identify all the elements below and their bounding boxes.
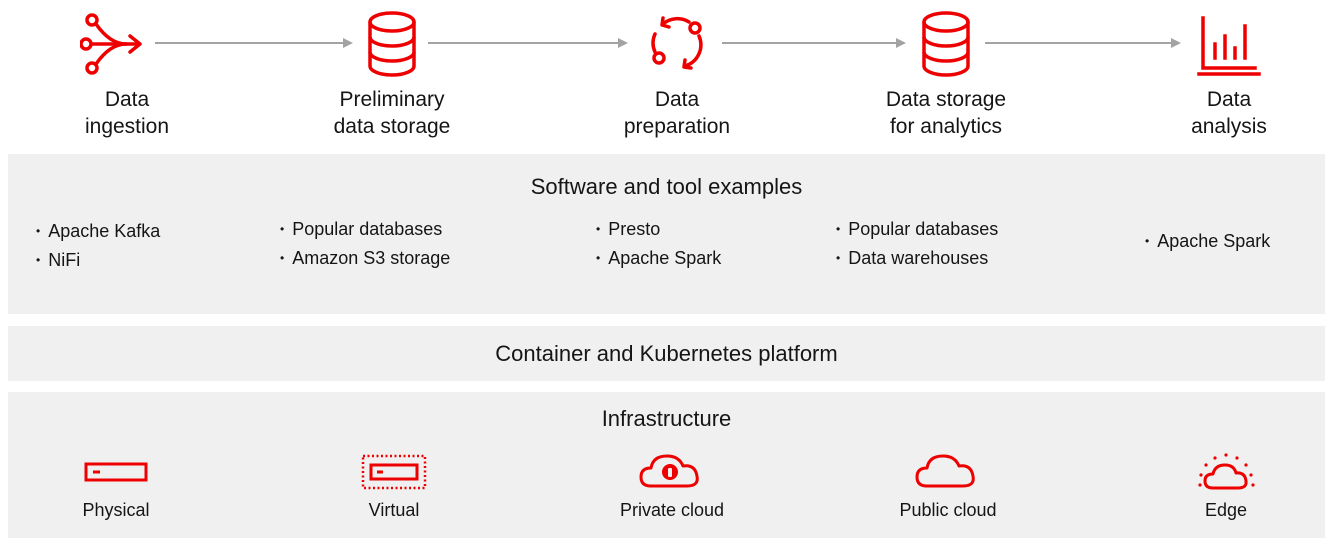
tool-item: Apache Spark — [1145, 228, 1270, 257]
tool-item: Amazon S3 storage — [280, 245, 450, 274]
arrow-connector — [985, 38, 1181, 48]
tools-panel-title: Software and tool examples — [530, 174, 803, 199]
infra-item-virtual: Virtual — [294, 452, 494, 521]
private-cloud-icon — [639, 454, 699, 488]
infra-item-private-cloud: Private cloud — [572, 452, 772, 521]
tools-column-preparation: Presto Apache Spark — [596, 216, 721, 274]
bar-chart-icon — [1197, 16, 1261, 76]
infrastructure-panel-title: Infrastructure — [601, 406, 732, 431]
tool-item: Data warehouses — [836, 245, 998, 274]
database-icon — [922, 11, 970, 77]
platform-panel-title: Container and Kubernetes platform — [495, 341, 838, 366]
infra-label: Physical — [82, 500, 150, 520]
tools-column-analysis: Apache Spark — [1145, 228, 1270, 257]
stage-label-analytics-storage: Data storage for analytics — [885, 88, 1007, 138]
infra-item-edge: Edge — [1126, 452, 1326, 521]
tool-item: NiFi — [36, 247, 160, 276]
infra-label: Edge — [1204, 500, 1248, 520]
tools-panel: Software and tool examples Apache Kafka … — [8, 154, 1325, 314]
cycle-arrows-icon — [651, 16, 703, 70]
stage-label-preparation: Data preparation — [623, 88, 731, 138]
infra-item-public-cloud: Public cloud — [848, 452, 1048, 521]
edge-cloud-icon — [1198, 453, 1255, 490]
tools-column-analytics-storage: Popular databases Data warehouses — [836, 216, 998, 274]
infra-item-physical: Physical — [16, 452, 216, 521]
virtual-server-icon — [361, 454, 427, 490]
tool-item: Popular databases — [836, 216, 998, 245]
arrow-connector — [155, 38, 353, 48]
arrow-connector — [428, 38, 628, 48]
stage-label-ingestion: Data ingestion — [84, 88, 170, 138]
tool-item: Presto — [596, 216, 721, 245]
arrow-connector — [722, 38, 906, 48]
tool-item: Popular databases — [280, 216, 450, 245]
database-icon — [368, 11, 416, 77]
stage-label-analysis: Data analysis — [1191, 88, 1267, 138]
platform-panel: Container and Kubernetes platform — [8, 326, 1325, 381]
tools-column-preliminary-storage: Popular databases Amazon S3 storage — [280, 216, 450, 274]
cloud-icon — [915, 454, 975, 488]
pipeline: Data ingestion Preliminary data storage … — [0, 0, 1335, 160]
tool-item: Apache Spark — [596, 245, 721, 274]
branching-arrow-icon — [80, 13, 142, 75]
tools-columns: Apache Kafka NiFi Popular databases Amaz… — [8, 216, 1325, 296]
server-icon — [84, 462, 148, 482]
tools-column-ingestion: Apache Kafka NiFi — [36, 218, 160, 276]
stage-label-preliminary-storage: Preliminary data storage — [333, 88, 451, 138]
infra-label: Virtual — [368, 500, 420, 520]
infra-label: Private cloud — [619, 500, 725, 520]
tool-item: Apache Kafka — [36, 218, 160, 247]
infra-label: Public cloud — [899, 500, 997, 520]
infrastructure-panel: Infrastructure Physical Virtual Private … — [8, 392, 1325, 538]
